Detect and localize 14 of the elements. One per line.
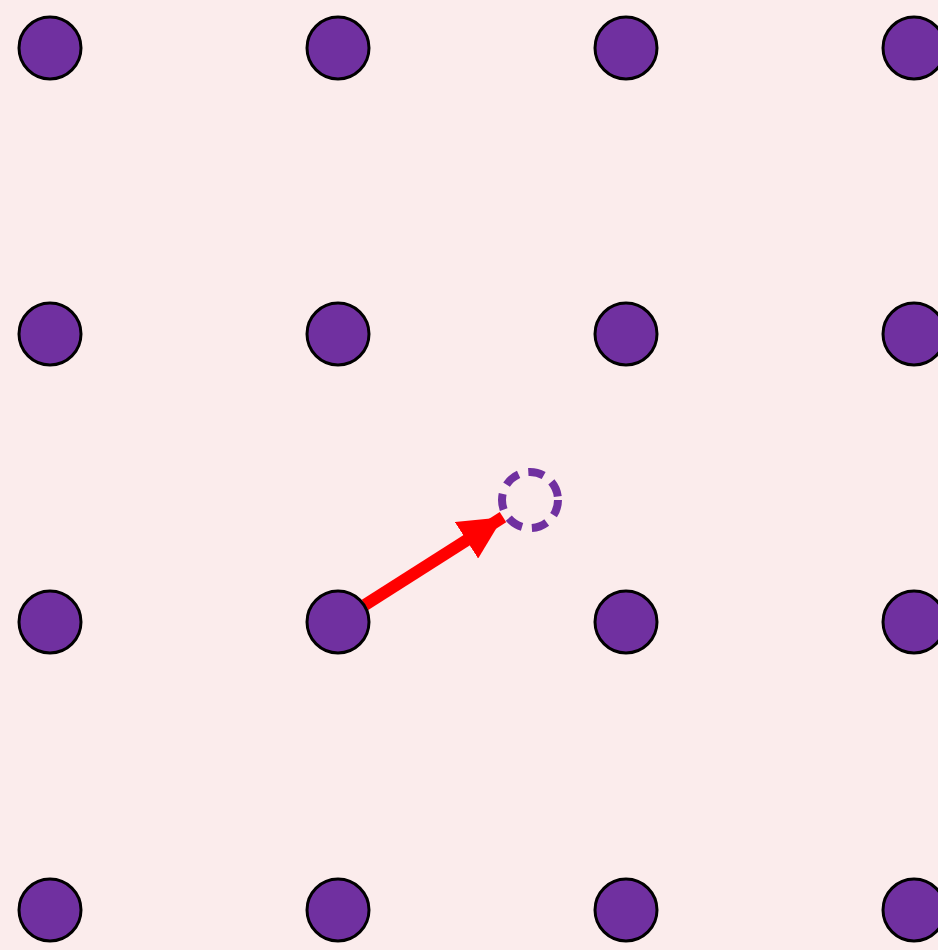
atom-circle [16,300,84,368]
atom-circle [592,588,660,656]
atom-circle [592,14,660,82]
atom-circle [592,876,660,944]
atom-circle [16,588,84,656]
atom-circle [304,300,372,368]
atom-circle [304,14,372,82]
arrow [361,512,507,610]
atom-circle [16,876,84,944]
atom-circle [16,14,84,82]
atom-circle [592,300,660,368]
atom-circle [304,876,372,944]
vacancy-circle [496,466,564,534]
atom-circle [304,588,372,656]
